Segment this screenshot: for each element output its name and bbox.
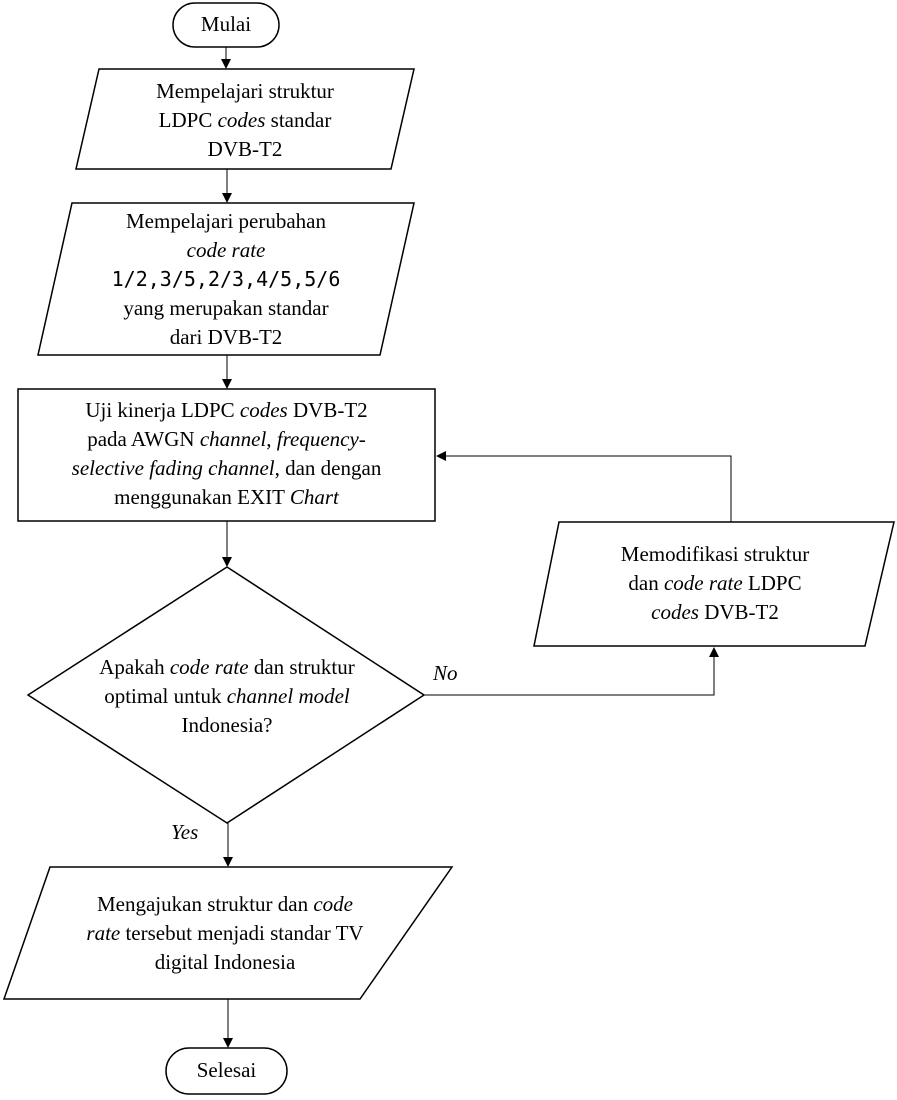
decision-line1: Apakah code rate dan struktur (99, 655, 355, 679)
study-code-rate-line1: Mempelajari perubahan (126, 209, 326, 233)
propose-label: Mengajukan struktur dan code rate terseb… (40, 890, 410, 977)
study-code-rate-label: Mempelajari perubahan code rate 1/2,3/5,… (76, 207, 376, 352)
study-structure-shape (75, 68, 415, 170)
study-structure-line2: LDPC codes standar (158, 108, 332, 132)
modify-line1: Memodifikasi struktur (620, 542, 810, 566)
end-text: Selesai (196, 1058, 257, 1082)
decision-diamond-shape (26, 566, 426, 824)
study-structure-line3: DVB-T2 (207, 137, 283, 161)
propose-line3: digital Indonesia (154, 950, 296, 974)
modify-line2: dan code rate LDPC (628, 571, 802, 595)
connector-decision-no-to-modify (424, 647, 719, 696)
propose-shape (2, 866, 454, 1000)
connector-start-to-structure (221, 47, 231, 69)
start-label: Mulai (173, 10, 279, 39)
propose-line1: Mengajukan struktur dan code (96, 892, 354, 916)
decision-label: Apakah code rate dan struktur optimal un… (52, 653, 402, 740)
connector-decision-yes-to-propose (223, 823, 233, 867)
study-structure-line1: Mempelajari struktur (156, 79, 334, 103)
performance-test-label: Uji kinerja LDPC codes DVB-T2 pada AWGN … (20, 396, 433, 512)
connector-test-to-decision (222, 521, 232, 567)
decision-line2: optimal untuk channel model (104, 684, 350, 708)
connector-structure-to-code-rate (222, 169, 232, 203)
start-text: Mulai (200, 12, 252, 36)
performance-test-line3: selective fading channel, dan dengan (71, 456, 382, 480)
modify-label: Memodifikasi struktur dan code rate LDPC… (565, 540, 865, 627)
modify-shape (533, 521, 895, 647)
connector-modify-to-test (436, 451, 732, 522)
study-code-rate-line4: yang merupakan standar (123, 296, 329, 320)
study-structure-label: Mempelajari struktur LDPC codes standar … (95, 77, 395, 164)
connector-propose-to-end (223, 999, 233, 1048)
propose-line2: rate tersebut menjadi standar TV (86, 921, 364, 945)
end-label: Selesai (166, 1056, 287, 1085)
edge-label-yes: Yes (171, 820, 199, 844)
study-code-rate-values: 1/2,3/5,2/3,4/5,5/6 (111, 267, 341, 291)
end-terminator-shape (165, 1047, 288, 1095)
modify-line3: codes DVB-T2 (651, 600, 779, 624)
connector-code-rate-to-test (222, 355, 232, 389)
decision-line3: Indonesia? (181, 713, 273, 737)
performance-test-line1: Uji kinerja LDPC codes DVB-T2 (85, 398, 368, 422)
edge-label-no: No (433, 661, 458, 685)
study-code-rate-line5: dari DVB-T2 (169, 325, 283, 349)
performance-test-line4: menggunakan EXIT Chart (114, 485, 339, 509)
study-code-rate-line2: code rate (186, 238, 266, 262)
performance-test-line2: pada AWGN channel, frequency- (87, 427, 366, 451)
study-code-rate-shape (37, 202, 415, 356)
